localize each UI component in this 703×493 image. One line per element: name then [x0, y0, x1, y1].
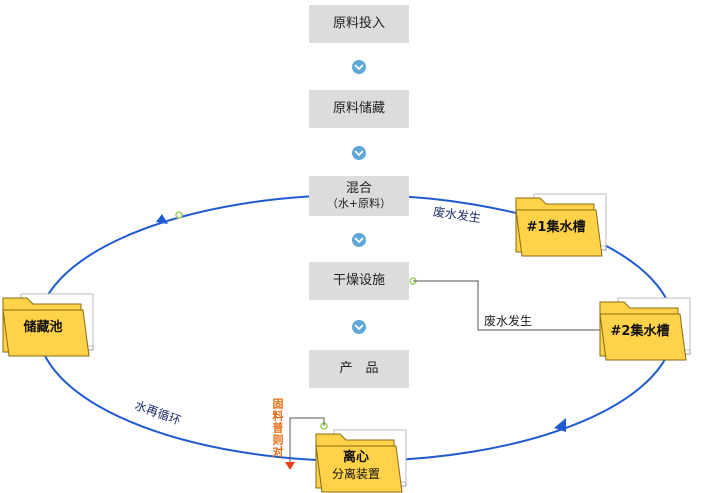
step-drying: 干燥设施	[309, 262, 409, 300]
folder-centrifuge: 离心 分离装置	[315, 428, 408, 493]
edge-label-waste-2: 废水发生	[484, 314, 533, 328]
folder-label: #1集水槽	[526, 220, 586, 235]
loop-arrow-lower-right	[554, 418, 566, 432]
folder-icon	[315, 429, 407, 493]
step-label: 产 品	[339, 361, 379, 376]
side-note: 固料普则对	[271, 398, 284, 458]
folder-label-line1: 离心	[342, 450, 369, 465]
connector-dot	[175, 211, 183, 219]
folder-label: #2集水槽	[610, 324, 670, 339]
step-label: 原料储藏	[332, 101, 385, 116]
folder-tank-2: #2集水槽	[599, 296, 692, 361]
loop-arrow-upper-left	[156, 214, 168, 224]
folder-icon	[2, 293, 94, 357]
chevron-down-icon	[352, 60, 366, 74]
step-label: 混合	[345, 181, 372, 196]
chevron-down-icon	[352, 320, 366, 334]
separator-note-connector	[289, 417, 325, 462]
drying-waste-connector	[413, 280, 600, 331]
note-arrow	[285, 462, 295, 470]
chevron-down-icon	[352, 146, 366, 160]
step-label: 干燥设施	[332, 273, 385, 288]
step-raw-material-input: 原料投入	[309, 5, 409, 43]
folder-storage-pond: 储藏池	[2, 292, 95, 357]
step-raw-material-storage: 原料储藏	[309, 90, 409, 128]
step-label: 原料投入	[332, 16, 385, 31]
chevron-down-icon	[352, 233, 366, 247]
folder-icon	[599, 297, 691, 361]
folder-label: 离心 分离装置	[316, 450, 396, 482]
step-mixing: 混合 （水+原料）	[309, 176, 409, 216]
step-product: 产 品	[309, 350, 409, 388]
folder-label: 储藏池	[23, 320, 63, 335]
folder-tank-1: #1集水槽	[515, 192, 608, 257]
step-sublabel: （水+原料）	[326, 197, 392, 210]
folder-icon	[515, 193, 607, 257]
folder-label-line2: 分离装置	[331, 467, 380, 481]
